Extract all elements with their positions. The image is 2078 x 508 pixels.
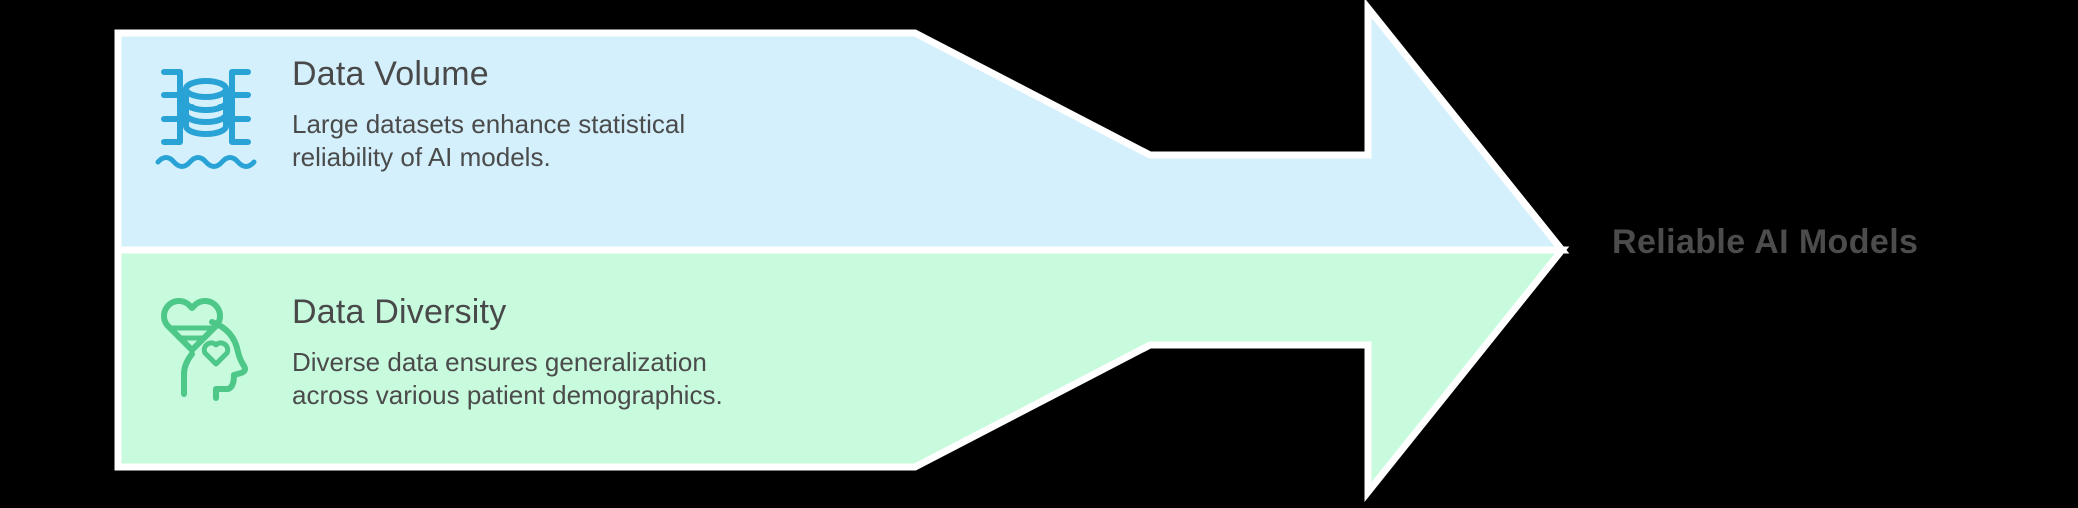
data-diversity-title: Data Diversity bbox=[292, 293, 507, 331]
item-data-diversity: Data Diversity Diverse data ensures gene… bbox=[150, 290, 910, 412]
data-diversity-description: Diverse data ensures generalization acro… bbox=[292, 347, 723, 410]
data-volume-description: Large datasets enhance statistical relia… bbox=[292, 109, 686, 172]
outcome-label: Reliable AI Models bbox=[1612, 223, 1919, 261]
database-volume-icon bbox=[150, 56, 262, 174]
data-volume-text-block: Data Volume Large datasets enhance stati… bbox=[292, 52, 772, 174]
data-volume-title: Data Volume bbox=[292, 55, 489, 93]
arrow-half-data-diversity bbox=[114, 246, 1570, 502]
item-data-volume: Data Volume Large datasets enhance stati… bbox=[150, 52, 910, 174]
heart-head-diversity-icon bbox=[150, 294, 262, 406]
data-diversity-text-block: Data Diversity Diverse data ensures gene… bbox=[292, 290, 772, 412]
